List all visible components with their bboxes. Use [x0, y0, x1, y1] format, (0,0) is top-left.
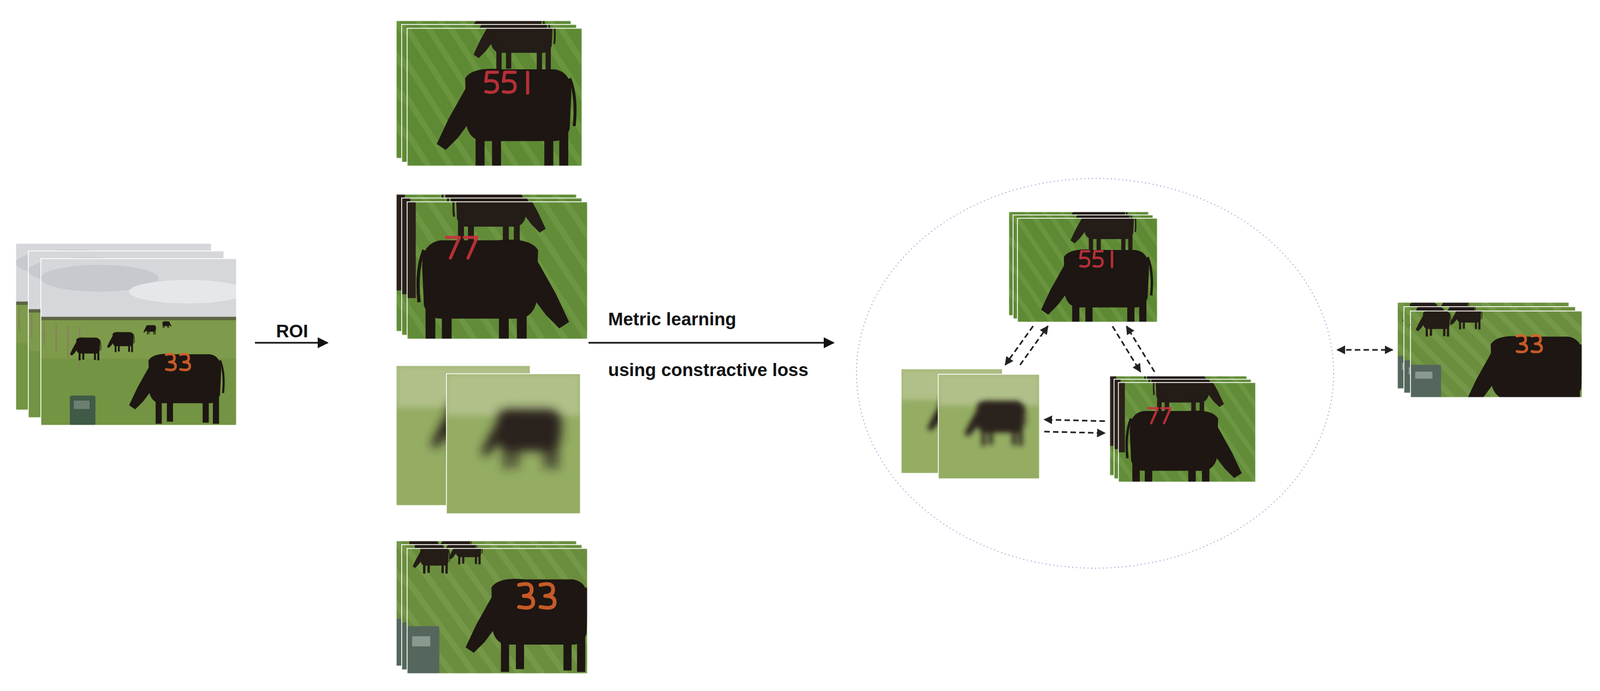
image-stack [15, 242, 247, 426]
image-stack-picture [1008, 211, 1158, 323]
dashed-arrow [1112, 326, 1141, 372]
image-stack [307, 2, 781, 171]
image-stack-picture [1396, 301, 1583, 398]
metric-space-ellipse [855, 177, 1335, 570]
image-stack-picture [1109, 375, 1257, 483]
image-stack-picture [900, 368, 1040, 480]
image-stack [305, 170, 793, 352]
image-stack [305, 532, 793, 677]
image-stack [1008, 211, 1158, 323]
image-stack [900, 368, 1040, 480]
dashed-arrow [1044, 431, 1105, 434]
arrow-label: ROI [276, 320, 309, 342]
roi-arrow [254, 342, 328, 344]
arrow-label: Metric learning [608, 308, 737, 330]
dashed-arrow [1020, 325, 1049, 365]
dashed-arrow [1337, 349, 1393, 352]
image-stack [1109, 375, 1257, 483]
dashed-arrow [1126, 326, 1155, 372]
arrow-label: using constractive loss [608, 359, 809, 381]
dashed-arrow [1044, 419, 1105, 422]
dashed-arrow [1005, 325, 1034, 365]
image-stack [1396, 301, 1583, 398]
image-stack [395, 365, 581, 515]
image-stacks [15, 2, 793, 677]
metric-arrow [588, 342, 834, 344]
